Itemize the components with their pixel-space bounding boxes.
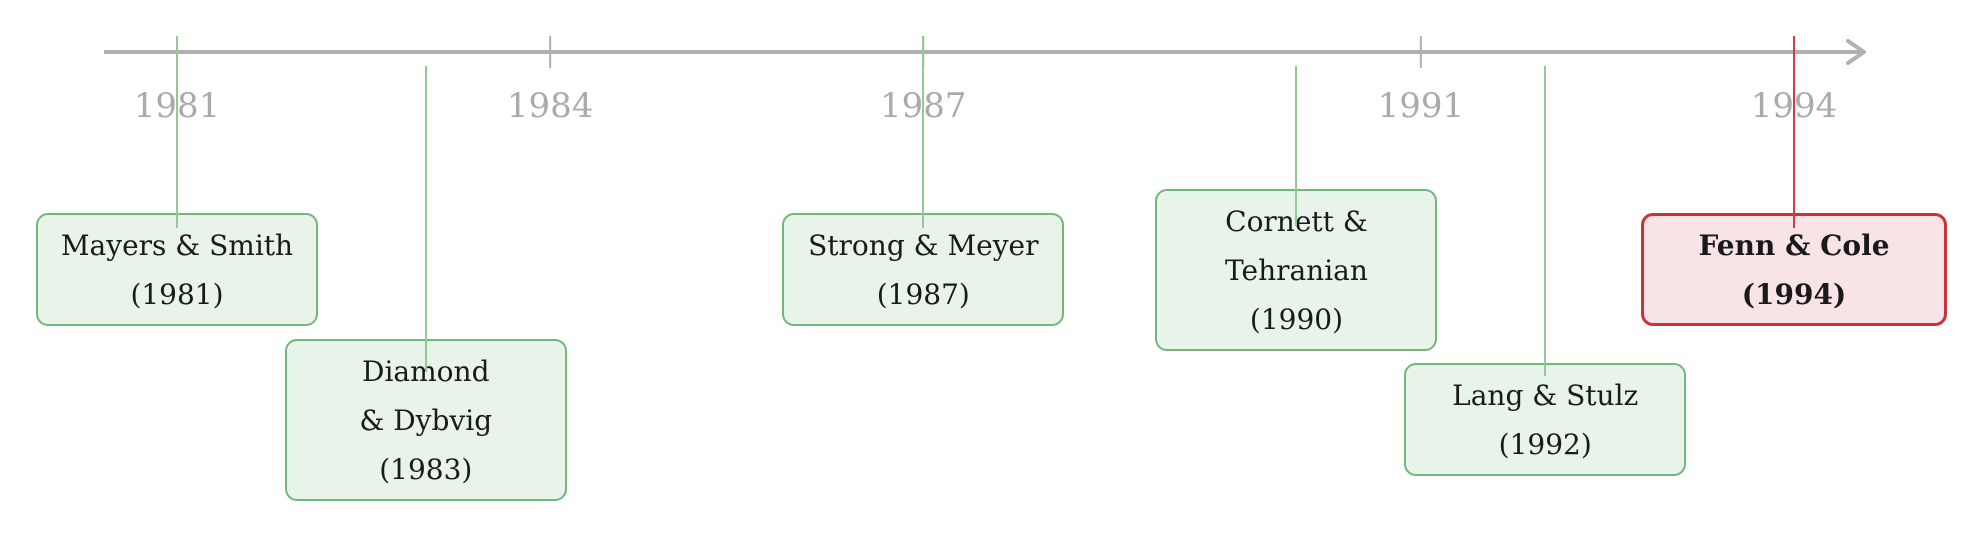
event-connector-1992 [1544, 66, 1547, 376]
tick-label-1991: 1991 [1378, 86, 1465, 126]
event-label-1990: Cornett & Tehranian (1990) [1225, 204, 1368, 336]
event-connector-1981 [176, 36, 178, 228]
event-card-1981: Mayers & Smith (1981) [36, 213, 318, 326]
event-card-1994: Fenn & Cole (1994) [1641, 213, 1947, 326]
event-label-1994: Fenn & Cole (1994) [1698, 228, 1890, 311]
event-card-1987: Strong & Meyer (1987) [782, 213, 1065, 326]
event-connector-1990 [1295, 66, 1298, 226]
event-card-1992: Lang & Stulz (1992) [1404, 363, 1687, 476]
event-connector-1994 [1793, 36, 1795, 228]
event-connector-1983 [424, 66, 427, 372]
event-label-1992: Lang & Stulz (1992) [1452, 378, 1639, 461]
event-connector-1987 [922, 36, 925, 228]
tick-label-1984: 1984 [507, 86, 594, 126]
event-label-1981: Mayers & Smith (1981) [60, 228, 294, 311]
timeline-arrowhead [1846, 39, 1866, 65]
event-label-1987: Strong & Meyer (1987) [808, 228, 1039, 311]
